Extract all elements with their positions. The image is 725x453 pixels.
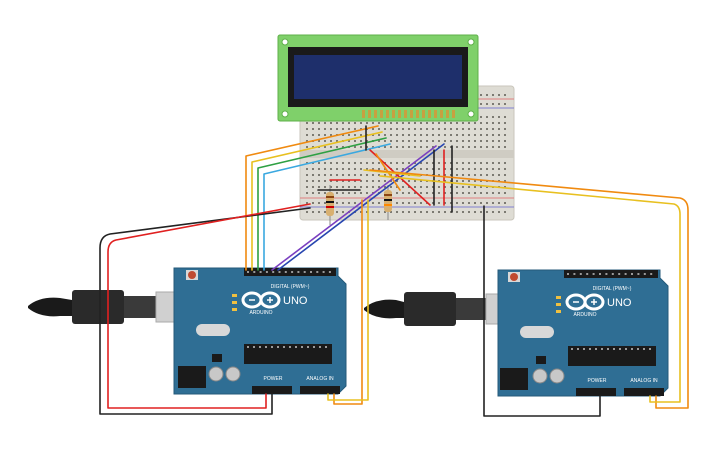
- power-header-right[interactable]: [576, 388, 616, 396]
- resistor-left[interactable]: [326, 185, 334, 225]
- usb-cable-right[interactable]: [364, 292, 509, 326]
- digital-label: DIGITAL (PWM~): [593, 286, 632, 292]
- wire-orange-to-right[interactable]: [369, 169, 689, 409]
- analog-label: ANALOG IN: [630, 378, 658, 384]
- brand-label: ARDUINO: [249, 310, 272, 316]
- arduino-uno-left[interactable]: DIGITAL (PWM~) UNO ARDUINO POWER ANALOG …: [28, 267, 347, 395]
- crystal: [196, 324, 230, 336]
- wire-red-power-left[interactable]: [107, 203, 311, 409]
- wire-yellow-analog-left[interactable]: [327, 199, 369, 401]
- power-jack-right[interactable]: [500, 368, 528, 390]
- analog-header-right[interactable]: [624, 388, 664, 396]
- wire-lightblue-lcd[interactable]: [263, 143, 391, 271]
- wire-purple[interactable]: [271, 145, 437, 271]
- power-label: POWER: [264, 376, 283, 382]
- power-jack-left[interactable]: [178, 366, 206, 388]
- wires: [99, 125, 689, 417]
- wire-orange-lcd[interactable]: [245, 125, 379, 271]
- wire-black-to-right[interactable]: [483, 205, 601, 417]
- resistor-right[interactable]: [384, 185, 392, 220]
- power-label: POWER: [588, 378, 607, 384]
- usb-cable-left[interactable]: [28, 290, 181, 324]
- wire-black-power-left[interactable]: [99, 207, 311, 415]
- digital-label: DIGITAL (PWM~): [271, 284, 310, 290]
- wire-yellow-lcd[interactable]: [251, 131, 383, 271]
- model-label: UNO: [607, 297, 632, 309]
- brand-label: ARDUINO: [573, 312, 596, 318]
- lcd-display[interactable]: [277, 34, 479, 122]
- arduino-uno-right[interactable]: DIGITAL (PWM~) UNO ARDUINO POWER ANALOG …: [364, 269, 669, 397]
- wire-green-lcd[interactable]: [257, 137, 387, 271]
- atmega-chip-left: [244, 344, 332, 364]
- digital-header-right[interactable]: [564, 270, 658, 278]
- crystal: [520, 326, 554, 338]
- wire-dark-blue[interactable]: [277, 143, 445, 271]
- arduino-logo-icon: [241, 291, 281, 309]
- analog-header-left[interactable]: [300, 386, 340, 394]
- lcd-screen: [294, 55, 462, 99]
- atmega-chip-right: [568, 346, 656, 366]
- lcd-pins: [362, 110, 455, 118]
- wire-orange-analog-left[interactable]: [333, 199, 363, 405]
- model-label: UNO: [283, 295, 308, 307]
- power-header-left[interactable]: [252, 386, 292, 394]
- analog-label: ANALOG IN: [306, 376, 334, 382]
- arduino-logo-icon: [565, 293, 605, 311]
- digital-header-left[interactable]: [244, 268, 336, 276]
- wire-yellow-to-right[interactable]: [379, 175, 681, 403]
